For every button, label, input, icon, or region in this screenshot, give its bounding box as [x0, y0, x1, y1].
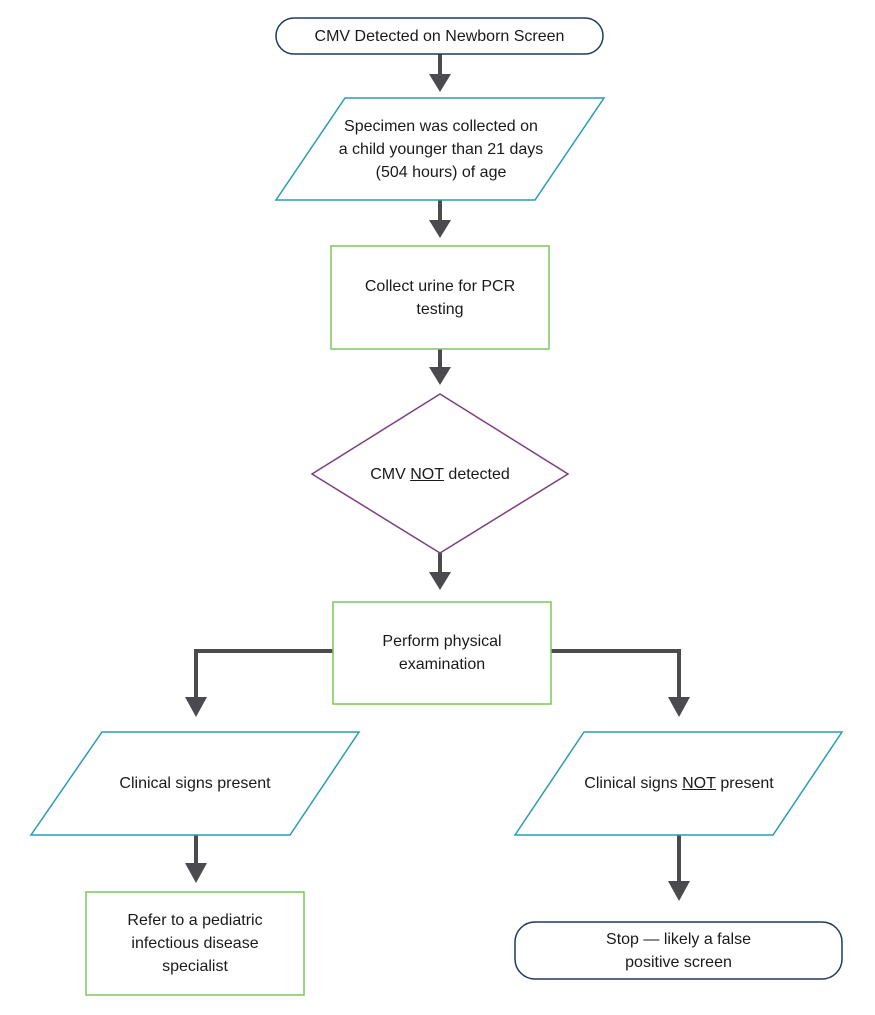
- arrow-exam-to-signs-present: [194, 649, 333, 700]
- decision-label: CMV NOT detected: [312, 459, 568, 489]
- exam-line-2: examination: [398, 656, 486, 673]
- arrow-exam-to-signs-absent: [551, 649, 681, 700]
- stop-line-2: positive screen: [625, 953, 732, 971]
- stop-line-1: Stop — likely a false: [606, 930, 751, 948]
- signs-present-label: Clinical signs present: [119, 775, 271, 792]
- start-label: CMV Detected on Newborn Screen: [314, 27, 565, 45]
- arrowhead: [429, 572, 451, 590]
- specimen-line-3: (504 hours) of age: [375, 163, 507, 181]
- refer-line-1: Refer to a pediatric: [127, 912, 263, 929]
- arrowhead: [185, 697, 207, 717]
- specimen-io-box: [274, 97, 606, 201]
- decision-diamond: [310, 393, 570, 554]
- specimen-label: Specimen was collected on a child younge…: [296, 98, 586, 200]
- arrowhead: [185, 863, 207, 883]
- exam-process-box: [332, 601, 552, 705]
- signs-present-io-box: [29, 731, 361, 836]
- arrowhead: [429, 74, 451, 92]
- stop-label: Stop — likely a false positive screen: [515, 922, 842, 979]
- connectors: [185, 54, 690, 901]
- exam-label: Perform physical examination: [333, 602, 551, 704]
- specimen-line-1: Specimen was collected on: [344, 117, 538, 135]
- refer-line-2: infectious disease: [131, 935, 259, 952]
- signs-absent-emphasis: NOT: [682, 775, 716, 792]
- collect-label: Collect urine for PCR testing: [331, 246, 549, 349]
- refer-process-box: [85, 891, 305, 996]
- arrowhead: [429, 220, 451, 238]
- specimen-line-2: a child younger than 21 days: [338, 140, 544, 158]
- refer-label: Refer to a pediatric infectious disease …: [86, 892, 304, 995]
- arrowhead: [668, 697, 690, 717]
- signs-absent-label: Clinical signs NOT present: [544, 732, 814, 835]
- refer-line-3: specialist: [162, 958, 228, 975]
- collect-line-1: Collect urine for PCR: [364, 277, 516, 295]
- start-terminal: [275, 17, 604, 55]
- arrowhead: [668, 881, 690, 901]
- exam-line-1: Perform physical: [382, 633, 502, 650]
- collect-process-box: [330, 245, 550, 350]
- stop-terminal: [514, 921, 843, 980]
- decision-emphasis: NOT: [410, 465, 444, 483]
- collect-line-2: testing: [416, 300, 464, 318]
- arrowhead: [429, 367, 451, 385]
- signs-absent-io-box: [513, 731, 844, 836]
